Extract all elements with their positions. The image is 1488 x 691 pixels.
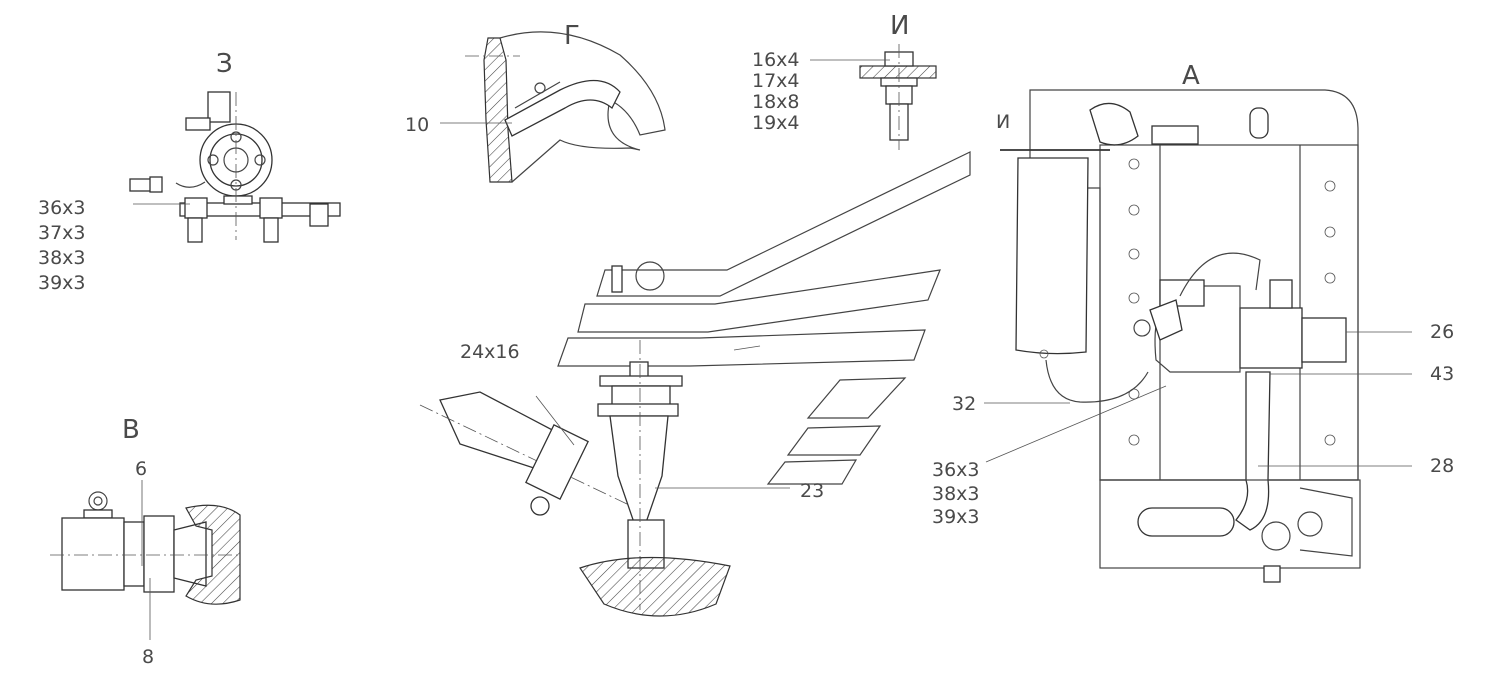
callout-a-5: 39х3 bbox=[932, 506, 980, 528]
view-i: И 16х4 17х4 18х8 19х4 bbox=[752, 11, 937, 150]
callout-i-1: 17х4 bbox=[752, 70, 800, 92]
callout-z-0: 36х3 bbox=[38, 197, 86, 219]
view-z-title: З bbox=[216, 49, 233, 79]
callout-a-1: 43 bbox=[1430, 363, 1454, 385]
view-i-title: И bbox=[890, 11, 909, 41]
view-v: В 6 8 bbox=[50, 415, 241, 668]
view-a-title: А bbox=[1182, 61, 1200, 91]
callout-a-2: 32 bbox=[952, 393, 976, 415]
pump-assembly bbox=[129, 91, 341, 243]
callout-a-0: 26 bbox=[1430, 321, 1454, 343]
section-mark-left: И bbox=[996, 111, 1010, 133]
view-g: Г 10 bbox=[405, 21, 666, 183]
callout-i-2: 18х8 bbox=[752, 91, 800, 113]
callout-i-3: 19х4 bbox=[752, 112, 800, 134]
main-view: 24х16 23 bbox=[419, 151, 971, 617]
callout-z-2: 38х3 bbox=[38, 247, 86, 269]
callout-i-0: 16х4 bbox=[752, 49, 800, 71]
callout-a-3: 36х3 bbox=[932, 459, 980, 481]
callout-a-6: 28 bbox=[1430, 455, 1454, 477]
callout-z-1: 37х3 bbox=[38, 222, 86, 244]
callout-a-4: 38х3 bbox=[932, 483, 980, 505]
leader-a-36 bbox=[985, 385, 1167, 463]
callout-main-0: 24х16 bbox=[460, 341, 520, 363]
callout-g-0: 10 bbox=[405, 114, 429, 136]
leader-24x16 bbox=[535, 395, 575, 446]
callout-v-0: 6 bbox=[135, 458, 147, 480]
callout-z-3: 39х3 bbox=[38, 272, 86, 294]
callout-main-1: 23 bbox=[800, 480, 824, 502]
callout-v-1: 8 bbox=[142, 646, 154, 668]
view-z: З 36х3 37х3 38х3 39х3 bbox=[38, 49, 341, 294]
view-v-title: В bbox=[122, 415, 140, 445]
view-a: А И И bbox=[932, 61, 1454, 583]
